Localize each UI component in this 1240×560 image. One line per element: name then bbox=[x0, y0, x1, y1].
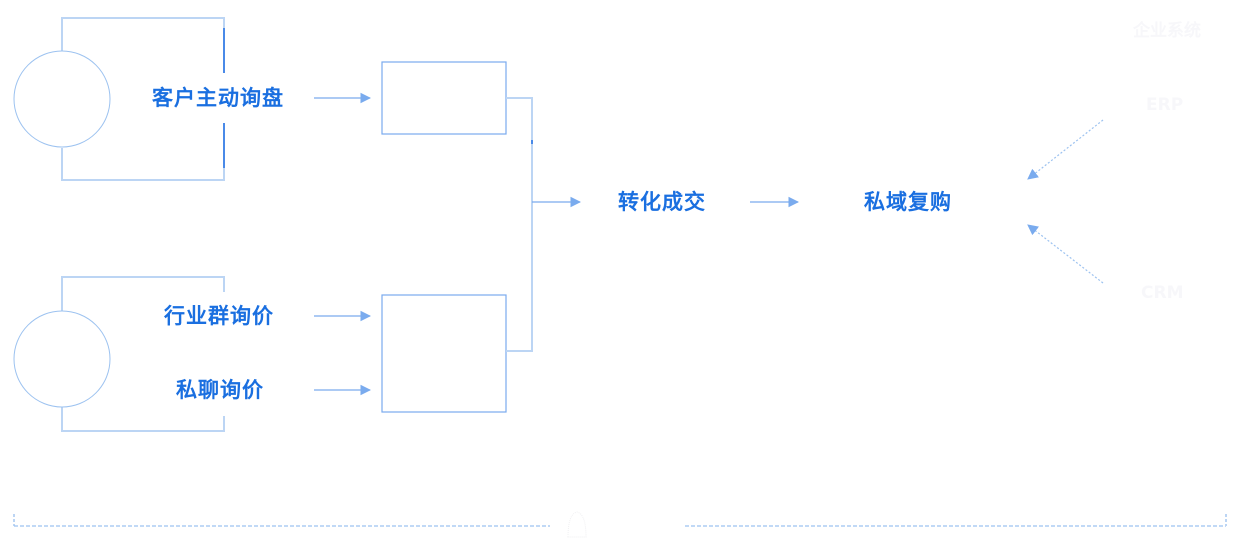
bottom-bracket-outline bbox=[61, 276, 225, 311]
arrow-erp-to-repurchase bbox=[1027, 119, 1104, 180]
connector-dot bbox=[531, 140, 533, 144]
footer-bracket bbox=[13, 511, 1227, 538]
arrow-crm-to-repurchase bbox=[1027, 224, 1104, 284]
merge-connector bbox=[506, 97, 533, 352]
system-erp: ERP bbox=[1146, 95, 1184, 115]
bottom-channel-box bbox=[381, 294, 507, 413]
label-private-chat-inquiry: 私聊询价 bbox=[176, 378, 264, 402]
top-source-group bbox=[13, 17, 225, 181]
faint-bag-icon bbox=[567, 511, 587, 538]
stage-repurchase: 私域复购 bbox=[864, 190, 952, 214]
stage-convert: 转化成交 bbox=[618, 190, 706, 214]
label-industry-group-inquiry: 行业群询价 bbox=[164, 304, 274, 328]
bottom-bracket-outline-bottom bbox=[61, 398, 225, 432]
top-source-circle-icon bbox=[13, 50, 111, 148]
system-crm: CRM bbox=[1141, 283, 1184, 303]
top-channel-box bbox=[381, 61, 507, 135]
bottom-source-circle-icon bbox=[13, 310, 111, 408]
bottom-source-group bbox=[13, 276, 225, 432]
label-customer-inquiry: 客户主动询盘 bbox=[152, 86, 284, 110]
system-enterprise: 企业系统 bbox=[1133, 21, 1201, 41]
top-bracket-outline-bottom bbox=[61, 148, 225, 181]
top-bracket-outline bbox=[61, 17, 225, 52]
